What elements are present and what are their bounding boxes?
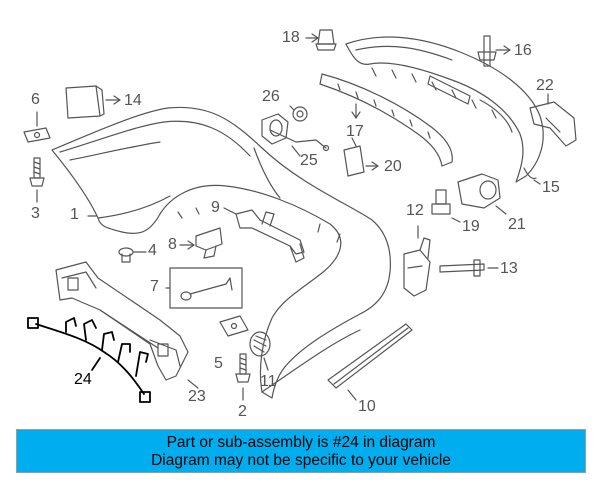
- callout-8: 8: [168, 236, 177, 253]
- callout-11: 11: [260, 373, 277, 390]
- callout-22: 22: [536, 77, 554, 94]
- part-20-sensor-bracket: [343, 137, 379, 177]
- leader-lines: [87, 103, 541, 217]
- callout-7: 7: [150, 278, 159, 295]
- part-21-sensor-housing: [457, 173, 507, 215]
- callout-19: 19: [462, 218, 480, 235]
- callout-1: 1: [70, 206, 79, 223]
- part-15-diffuser: [345, 36, 544, 183]
- part-5-clip: [219, 315, 249, 337]
- part-10-strip: [327, 323, 413, 401]
- part-9-bracket: [223, 207, 305, 263]
- callout-12: 12: [406, 202, 424, 219]
- part-19-clip: [431, 189, 461, 223]
- part-26-grommet: [261, 105, 308, 145]
- part-25-lead: [269, 129, 330, 157]
- callout-4: 4: [148, 242, 157, 259]
- callout-18: 18: [282, 29, 300, 46]
- callout-16: 16: [514, 42, 532, 59]
- callout-26: 26: [262, 88, 280, 105]
- callout-10: 10: [358, 398, 376, 415]
- parts-diagram: 1 2 3 4 5 6 7 8 9 10 11 12 13 14 15 16 1…: [23, 29, 577, 420]
- callout-21: 21: [508, 216, 526, 233]
- part-2-screw: [235, 353, 251, 401]
- callout-15: 15: [542, 179, 560, 196]
- part-18-clip: [305, 29, 337, 51]
- part-24-wiring-harness: [27, 317, 151, 403]
- part-8-bracket: [179, 227, 223, 259]
- part-7-box: [165, 267, 243, 309]
- part-17-bracket-strip: [319, 73, 453, 167]
- callout-23: 23: [188, 388, 206, 405]
- callout-17: 17: [346, 123, 364, 140]
- callout-24: 24: [74, 371, 92, 388]
- part-11-cap: [249, 331, 271, 371]
- bumper-exploded-view: [23, 29, 577, 403]
- callout-13: 13: [500, 260, 518, 277]
- callout-20: 20: [384, 158, 402, 175]
- part-1-bumper-cover: [51, 106, 391, 399]
- callout-25: 25: [300, 152, 318, 169]
- part-22-bracket: [529, 93, 577, 147]
- footer-line-2: Diagram may not be specific to your vehi…: [151, 452, 451, 469]
- callout-5: 5: [214, 355, 223, 372]
- callout-3: 3: [31, 205, 40, 222]
- callout-6: 6: [31, 91, 40, 108]
- callout-2: 2: [238, 403, 247, 420]
- part-16-pin: [477, 35, 511, 67]
- part-6-clip: [23, 111, 51, 143]
- footer-line-1: Part or sub-assembly is #24 in diagram: [166, 434, 436, 451]
- part-14-pad: [65, 85, 121, 119]
- footer-banner: Part or sub-assembly is #24 in diagram D…: [16, 429, 586, 473]
- callout-9: 9: [211, 199, 220, 216]
- part-3-screw: [29, 157, 45, 203]
- part-4-clip: [118, 247, 147, 263]
- part-13-stud: [439, 259, 499, 277]
- callout-14: 14: [124, 92, 142, 109]
- part-23-absorber: [55, 261, 199, 389]
- part-12-bracket: [403, 225, 431, 297]
